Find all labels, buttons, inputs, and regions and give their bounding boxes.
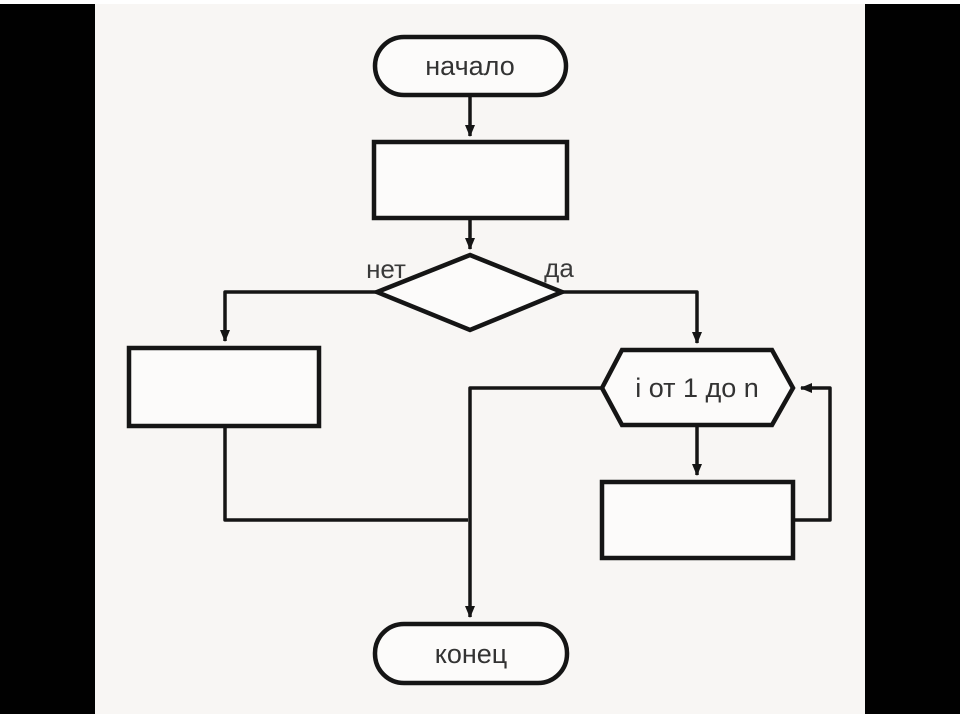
node-loop-hexagon: i от 1 до n: [599, 347, 796, 428]
end-terminator-shape: [372, 621, 570, 686]
letterbox-bar-left: [0, 4, 95, 714]
start-terminator-shape: [372, 34, 569, 98]
edge-decision-no-to-process-left: [220, 290, 377, 342]
decision-diamond: [370, 252, 568, 333]
node-end-terminator: конец: [372, 621, 570, 686]
letterbox-bar-right: [865, 4, 960, 714]
node-start-terminator: начало: [372, 34, 569, 98]
branch-label-no: нет: [366, 254, 406, 284]
start-label: начало: [425, 51, 515, 81]
edge-loop-exit-to-end: [465, 386, 602, 618]
branch-label-yes: да: [544, 253, 574, 283]
loop-body-box: [599, 479, 796, 561]
process-top-box: [371, 139, 570, 221]
process-left-box: [126, 345, 322, 429]
edge-decision-yes-to-loop-header: [562, 290, 702, 344]
edge-process-left-to-merge: [223, 426, 468, 522]
end-label: конец: [435, 639, 508, 669]
loop-hexagon-shape: [599, 347, 796, 428]
edge-loop-back: [793, 383, 832, 522]
loop-header-label: i от 1 до n: [635, 373, 759, 403]
